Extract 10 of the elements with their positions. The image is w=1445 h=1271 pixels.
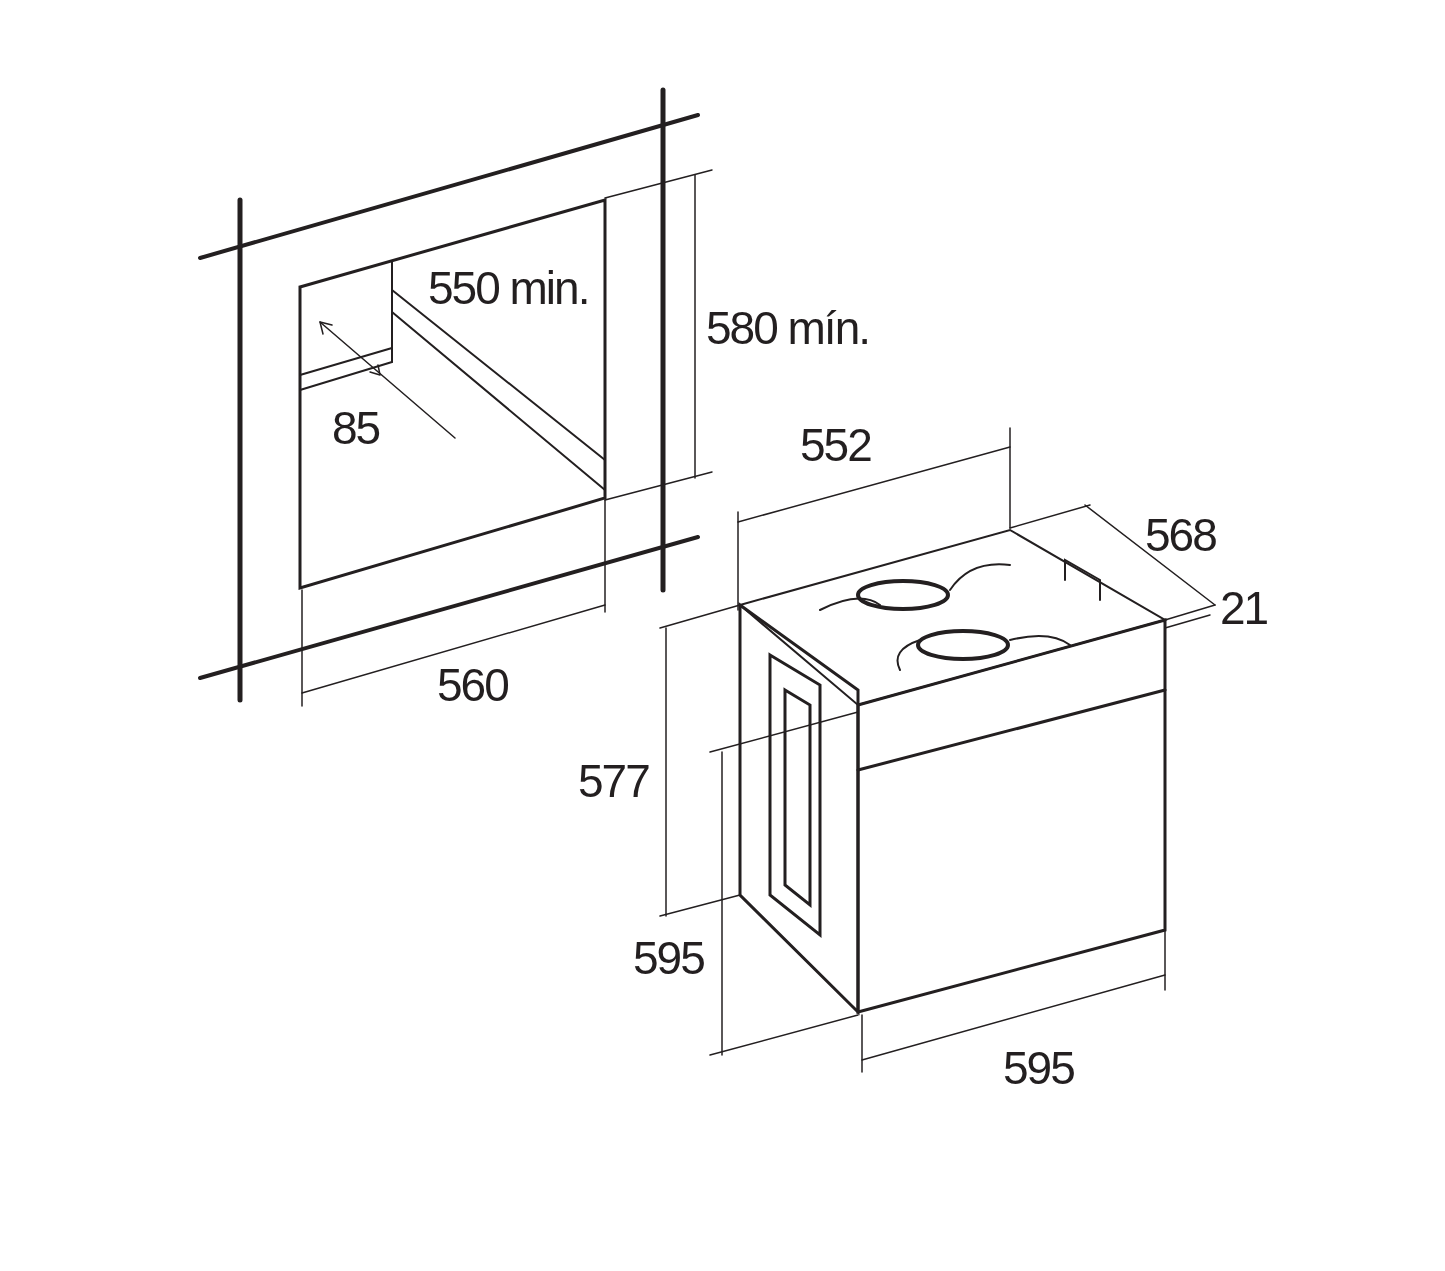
dimension-label: 552 bbox=[800, 422, 871, 468]
dimension-label: 580 mín. bbox=[706, 305, 869, 351]
dimension-label: 595 bbox=[1003, 1045, 1074, 1091]
dimension-label: 21 bbox=[1220, 585, 1268, 631]
dimension-label: 568 bbox=[1145, 512, 1216, 558]
dimension-label: 595 bbox=[633, 935, 704, 981]
dimension-label: 560 bbox=[437, 662, 508, 708]
dimension-label: 85 bbox=[332, 405, 380, 451]
dimension-label: 577 bbox=[578, 758, 649, 804]
dimension-label: 550 min. bbox=[428, 265, 589, 311]
